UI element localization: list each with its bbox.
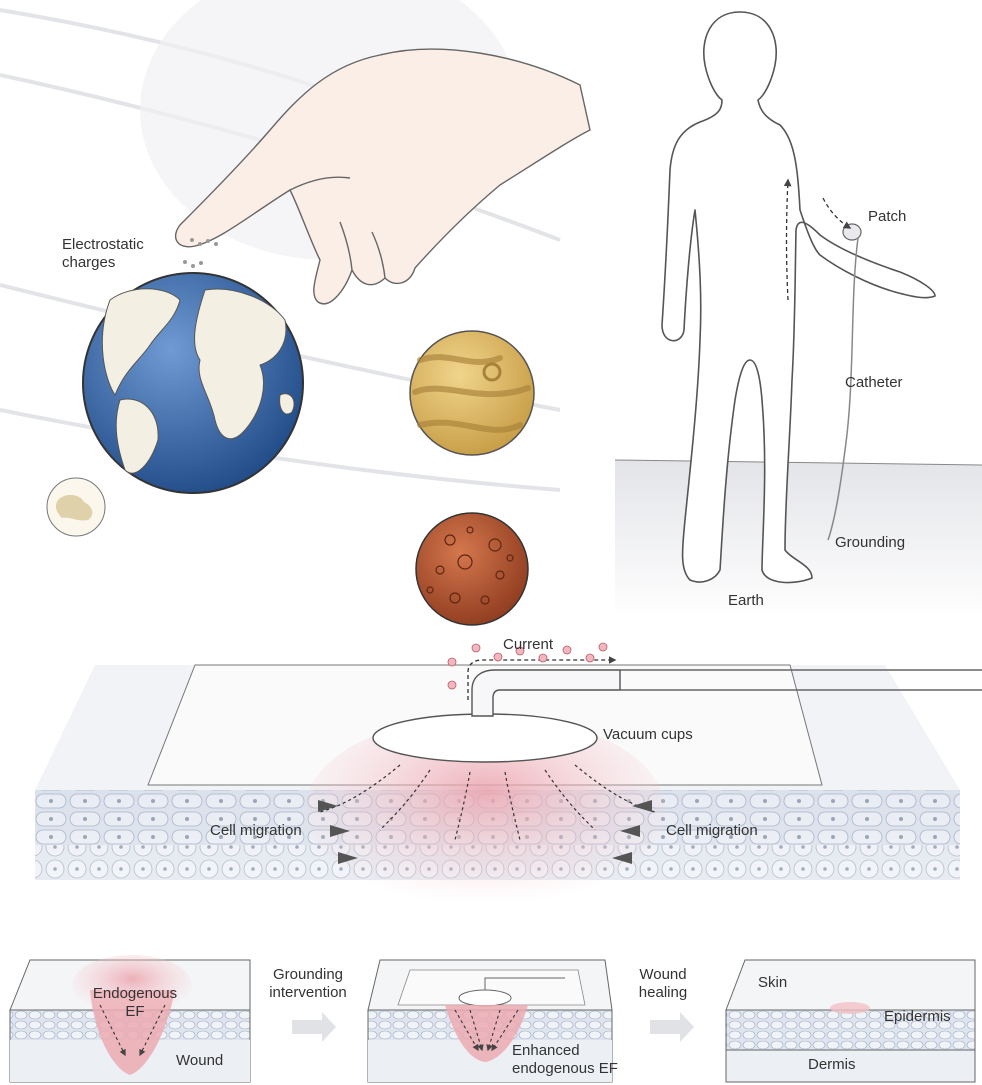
label-epidermis: Epidermis [884, 1008, 951, 1025]
label-cell-migration-right: Cell migration [666, 822, 758, 839]
ground-plane [615, 460, 982, 620]
label-enhanced-endogenous-ef: Enhanced endogenous EF [512, 1042, 618, 1077]
ground-line [614, 459, 982, 466]
label-grounding: Grounding [835, 534, 906, 551]
vacuum-cup [372, 713, 598, 763]
human-figure [661, 11, 936, 584]
migration-arrows-left [318, 800, 358, 864]
charge-particles [447, 642, 608, 690]
label-cell-migration-left: Cell migration [210, 822, 302, 839]
panel-healed-skin [725, 959, 976, 1083]
label-earth: Earth [728, 592, 764, 609]
moon [46, 477, 106, 537]
label-grounding-intervention: Grounding intervention [269, 966, 347, 1001]
panel-wound [9, 955, 251, 1083]
current-arrow [467, 656, 617, 700]
electric-field-glow [305, 715, 665, 905]
label-catheter: Catheter [845, 374, 903, 391]
label-wound: Wound [176, 1052, 224, 1069]
mars [415, 512, 529, 626]
migration-arrows-right [612, 800, 652, 864]
current-path-body [783, 178, 792, 301]
hand-illustration [175, 48, 591, 305]
label-vacuum-cups: Vacuum cups [603, 726, 693, 743]
catheter-tube [620, 669, 982, 691]
label-dermis: Dermis [808, 1056, 856, 1073]
current-path-arm [822, 197, 852, 229]
process-arrow-1 [292, 1012, 336, 1042]
jupiter [409, 330, 535, 456]
label-patch: Patch [868, 208, 907, 225]
process-arrow-2 [650, 1012, 694, 1042]
label-skin: Skin [758, 974, 788, 991]
label-current: Current [503, 636, 554, 653]
label-electrostatic-charges: Electrostatic charges [62, 236, 144, 271]
patch [842, 223, 862, 241]
label-endogenous-ef: Endogenous EF [92, 985, 178, 1020]
earth-globe [82, 272, 304, 494]
label-wound-healing: Wound healing [638, 966, 688, 1001]
catheter-line [827, 237, 859, 541]
panel-enhanced-ef [367, 959, 613, 1083]
